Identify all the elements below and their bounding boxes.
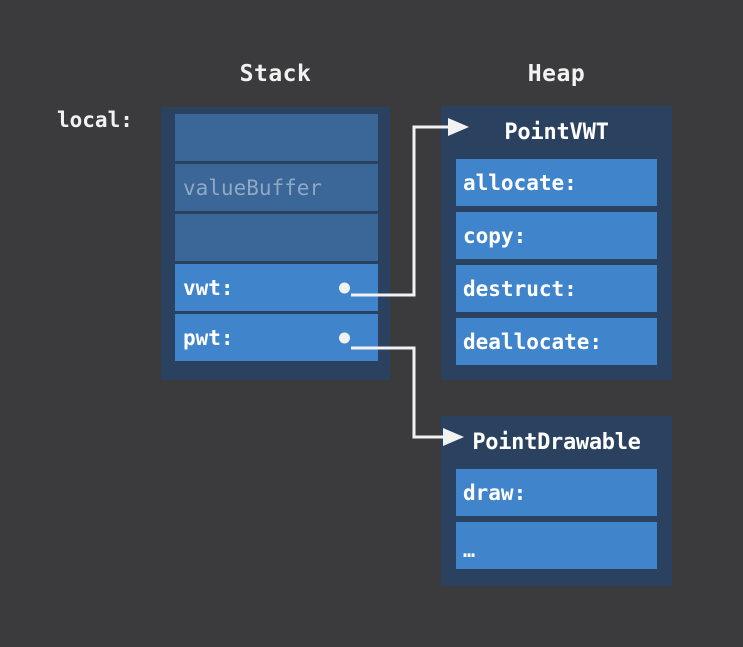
heap-box-title: PointDrawable [472, 430, 641, 455]
heap-row-destruct: destruct: [456, 265, 657, 312]
heap-row-allocate: allocate: [456, 159, 657, 206]
stack-cell-label: valueBuffer [183, 175, 323, 200]
stack-cell-empty-bottom [175, 214, 378, 261]
heap-box-pointdrawable: PointDrawable draw: … [441, 416, 672, 586]
heap-row-label: destruct: [463, 276, 577, 301]
heap-row-label: draw: [463, 480, 527, 505]
heap-row-copy: copy: [456, 212, 657, 259]
stack-frame: valueBuffer vwt: pwt: [161, 107, 390, 380]
heap-box-title: PointVWT [504, 120, 609, 145]
heap-row-draw: draw: [456, 469, 657, 516]
local-variable-label: local: [57, 108, 133, 132]
stack-cell-label: pwt: [183, 325, 234, 350]
pwt-pointer-dot [339, 332, 350, 343]
vwt-pointer-dot [339, 282, 350, 293]
heap-row-more: … [456, 522, 657, 569]
heap-box-pointvwt: PointVWT allocate: copy: destruct: deall… [441, 106, 672, 380]
stack-column-title: Stack [239, 61, 312, 87]
heap-row-deallocate: deallocate: [456, 318, 657, 365]
stack-cell-value-buffer: valueBuffer [175, 164, 378, 211]
stack-cell-empty-top [175, 114, 378, 161]
heap-row-label: … [463, 538, 476, 562]
heap-row-label: deallocate: [463, 329, 603, 354]
heap-row-label: allocate: [463, 170, 577, 195]
stack-cell-vwt: vwt: [175, 264, 378, 311]
heap-row-label: copy: [463, 223, 527, 248]
heap-column-title: Heap [527, 61, 586, 87]
stack-cell-label: vwt: [183, 275, 234, 300]
stack-cell-pwt: pwt: [175, 314, 378, 361]
